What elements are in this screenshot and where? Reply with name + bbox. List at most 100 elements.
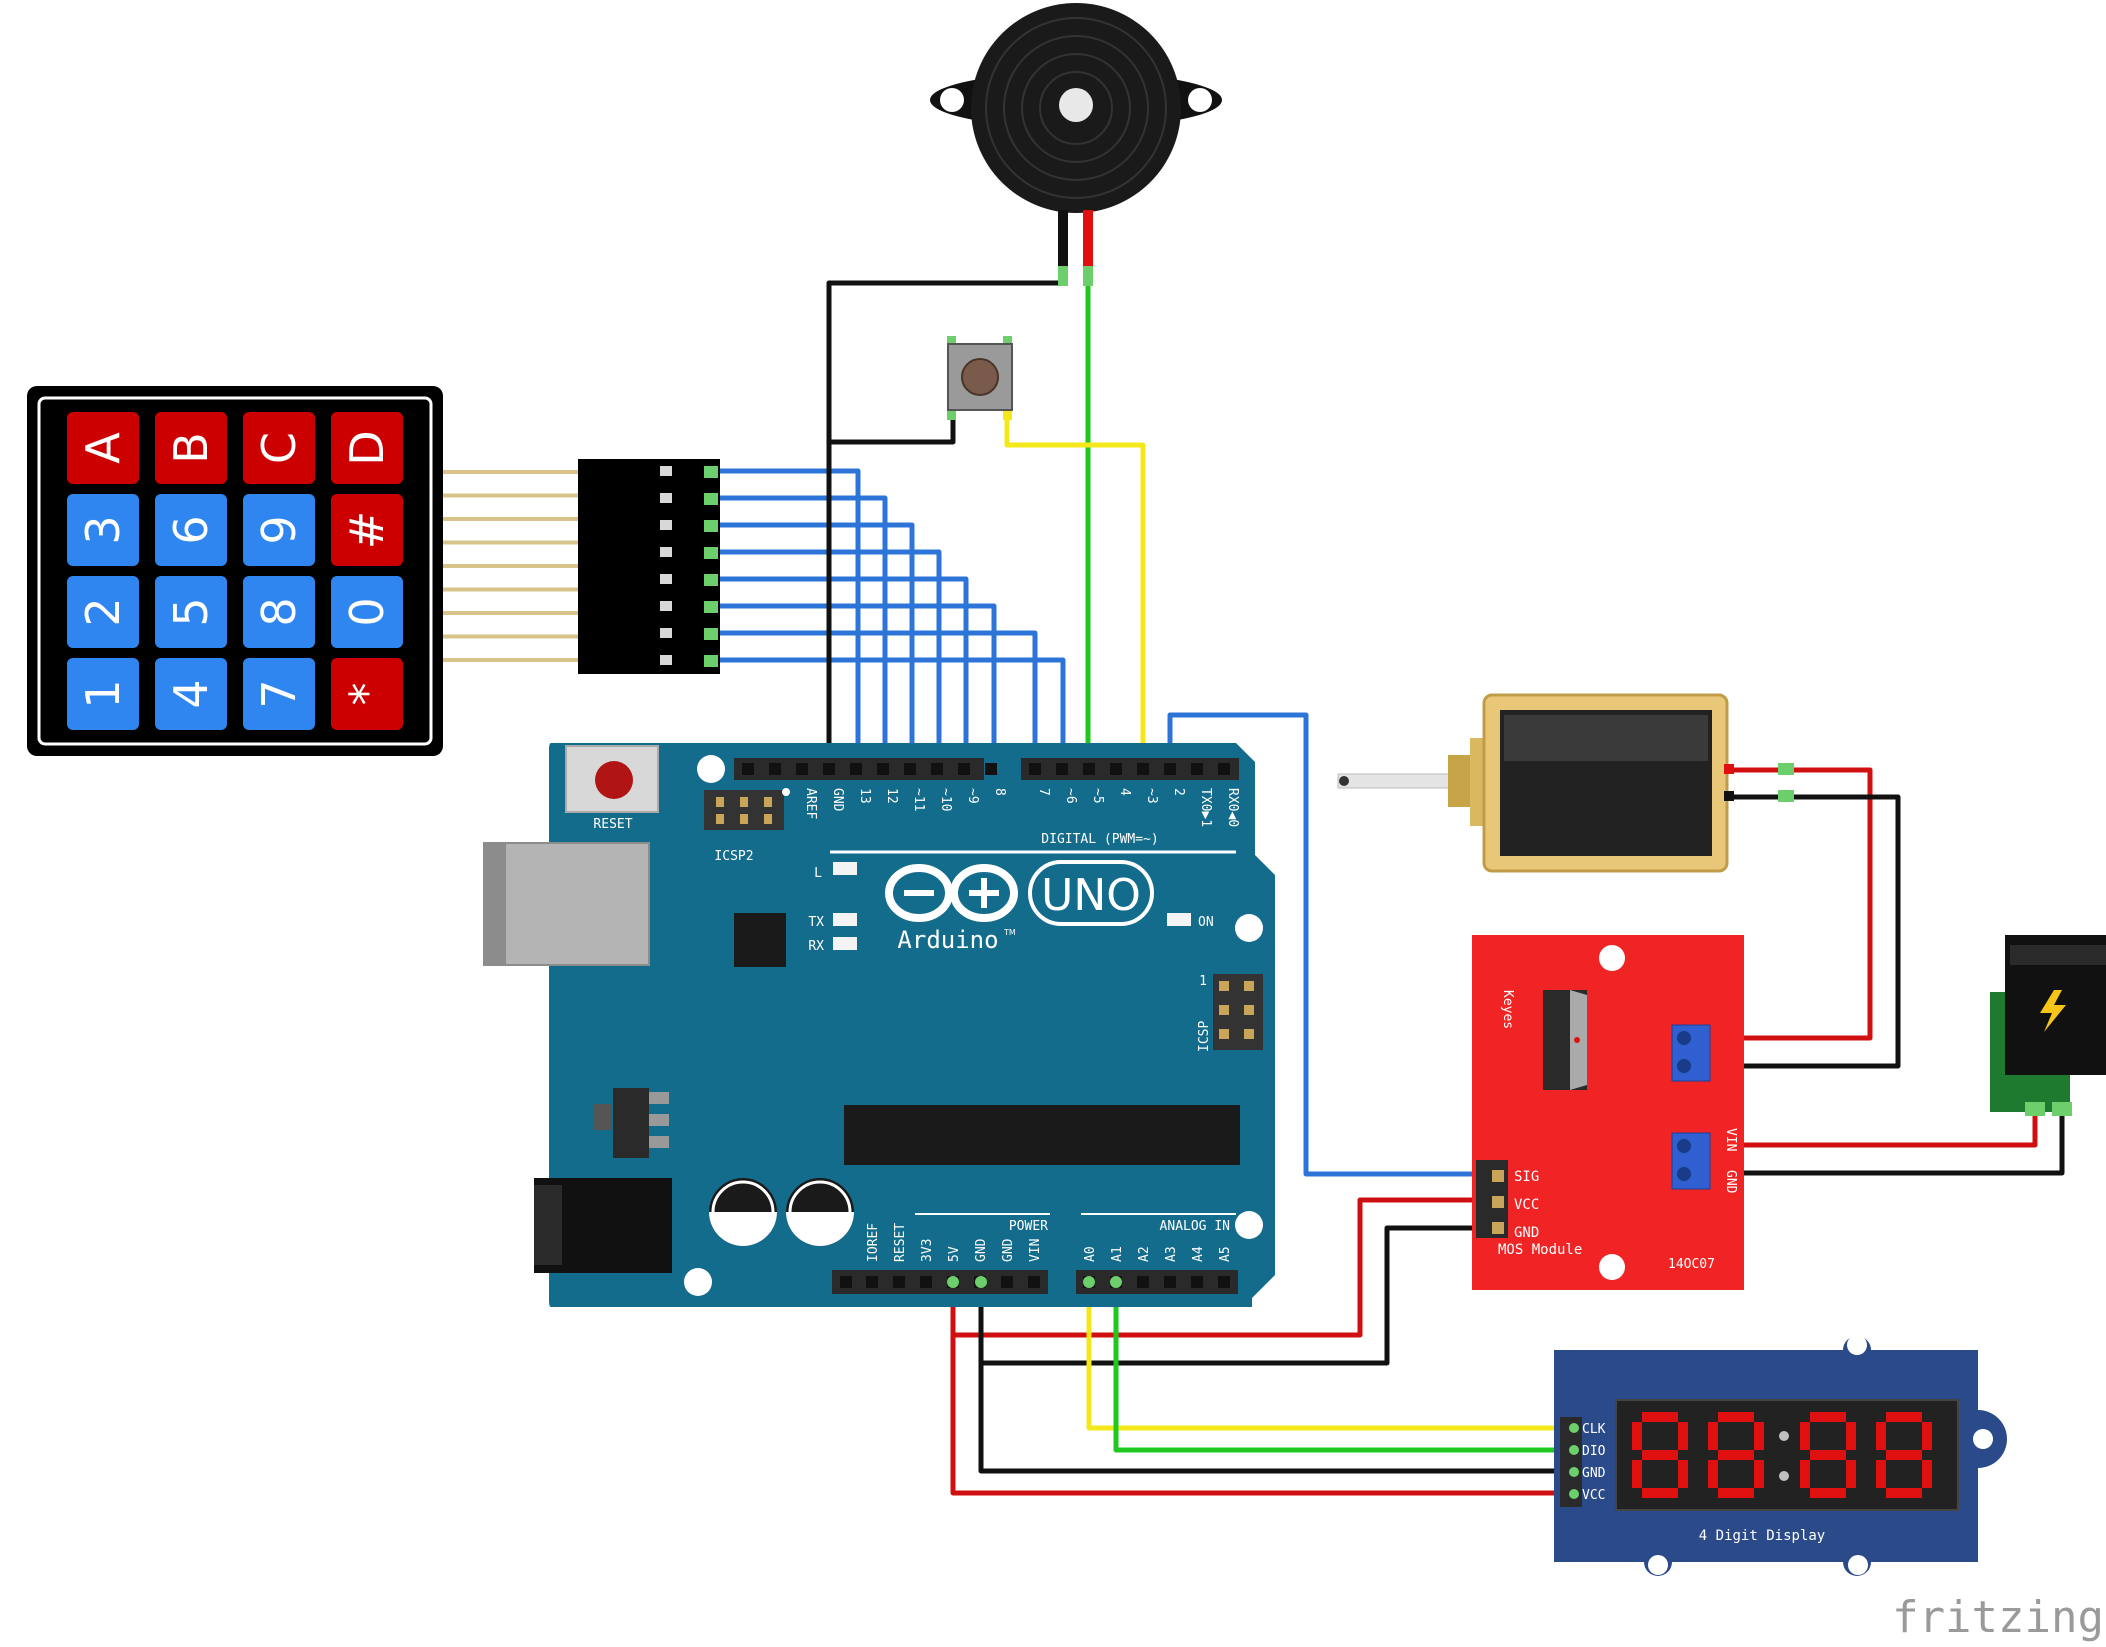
display-title: 4 Digit Display [1699, 1528, 1825, 1544]
key-7: 7 [243, 658, 315, 730]
analog-header [1076, 1270, 1238, 1294]
key-4: 4 [155, 658, 227, 730]
power-label: POWER [1009, 1219, 1048, 1234]
digital-pin-label: ~3 [1144, 788, 1159, 804]
keypad-border [37, 396, 433, 746]
digital-pin-hole [1056, 763, 1068, 775]
digital-pin-label: GND [830, 788, 845, 812]
on-label: ON [1198, 915, 1214, 930]
key-label: D [340, 430, 394, 465]
digital-pin-hole [1137, 763, 1149, 775]
display-pin-label: VCC [1582, 1488, 1605, 1503]
push-button [947, 336, 1013, 420]
usb-port [483, 842, 650, 966]
board-name: UNO [1041, 870, 1141, 921]
digital-pin-label: 2 [1171, 788, 1186, 796]
button-cap [961, 358, 999, 396]
jack-pos-wire [1703, 1107, 2038, 1148]
key-label: 4 [164, 679, 218, 708]
key-1: 1 [67, 658, 139, 730]
display-clk-wire [1086, 1279, 1577, 1431]
digital-pin-label: AREF [803, 788, 818, 819]
mos-pin-label: SIG [1514, 1169, 1539, 1185]
brand-name: Arduino [897, 926, 998, 954]
key-label: A [76, 432, 130, 464]
analog-pin-hole [1137, 1276, 1149, 1288]
analog-pin-label: A1 [1110, 1246, 1125, 1262]
keyes-label: Keyes [1500, 990, 1515, 1029]
key-0: 0 [331, 576, 403, 648]
analog-pin-label: A5 [1218, 1246, 1233, 1262]
fritzing-watermark: fritzing [1892, 1592, 2104, 1643]
arduino-uno: RESET ICSP2 L TX RX ON [483, 743, 1275, 1307]
tx-label: TX [808, 915, 824, 930]
button-signal-wire [1004, 415, 1146, 776]
mos-vcc-wire [950, 1197, 1495, 1338]
key-label: 3 [76, 515, 130, 544]
digital-header-right [1021, 758, 1239, 780]
key-label: 9 [252, 515, 306, 544]
on-led [1167, 913, 1191, 926]
key-label: 8 [252, 597, 306, 626]
display-gnd-wire [978, 1360, 1577, 1474]
digital-pin-hole [1083, 763, 1095, 775]
power-pin-label: GND [1001, 1238, 1016, 1262]
power-pin-label: 3V3 [920, 1239, 935, 1262]
analog-pin-label: A3 [1164, 1246, 1179, 1262]
seven-segment-digit [1632, 1412, 1688, 1498]
mos-gnd-wire [978, 1225, 1495, 1366]
key-3: 3 [67, 494, 139, 566]
digital-pin-label: ~5 [1090, 788, 1105, 804]
solenoid-lock [1337, 693, 1794, 873]
digital-pin-label: 12 [884, 788, 899, 804]
digital-pin-label: ~9 [965, 788, 980, 804]
digital-pin-label: ~11 [911, 788, 926, 811]
keypad-connector [578, 459, 720, 674]
reset-label: RESET [593, 817, 632, 832]
key-B: B [155, 412, 227, 484]
l-led [833, 862, 857, 875]
power-icon [2040, 990, 2066, 1032]
power-pin-hole [920, 1276, 932, 1288]
power-header [832, 1270, 1048, 1294]
analog-pin-label: A4 [1191, 1246, 1206, 1262]
power-pin-label: IOREF [866, 1223, 881, 1262]
voltage-regulator [613, 1088, 649, 1158]
icsp2-label: ICSP2 [714, 849, 753, 864]
mos-pin-label: VCC [1514, 1197, 1539, 1213]
mos-pin-label: GND [1514, 1225, 1539, 1241]
buzzer-pos-lead [1083, 210, 1093, 276]
key-label: # [340, 511, 394, 550]
digital-pin-hole [1218, 763, 1230, 775]
trademark: TM [1003, 928, 1016, 937]
key-label: 2 [76, 597, 130, 626]
power-pin-label: RESET [893, 1223, 908, 1262]
analog-label: ANALOG IN [1160, 1219, 1230, 1234]
analog-pin-hole [1218, 1276, 1230, 1288]
digital-pin-hole [823, 763, 835, 775]
buzzer-gnd-wire [826, 280, 1066, 776]
power-pin-hole [866, 1276, 878, 1288]
display-dio-wire [1113, 1279, 1577, 1453]
arduino-logo: UNO Arduino TM [885, 860, 1154, 954]
mos-signal-wire [1167, 712, 1495, 1177]
l-label: L [814, 866, 822, 881]
digital-pin-hole [1191, 763, 1203, 775]
power-pin-label: GND [974, 1238, 989, 1262]
digital-pin-hole [1164, 763, 1176, 775]
rx-label: RX [808, 939, 824, 954]
key-9: 9 [243, 494, 315, 566]
digital-pin-hole [850, 763, 862, 775]
key-label: C [252, 432, 306, 464]
power-pin-hole [1001, 1276, 1013, 1288]
digital-pin-hole [796, 763, 808, 775]
connector-pins [660, 466, 718, 667]
button-gnd-wire [826, 415, 956, 445]
